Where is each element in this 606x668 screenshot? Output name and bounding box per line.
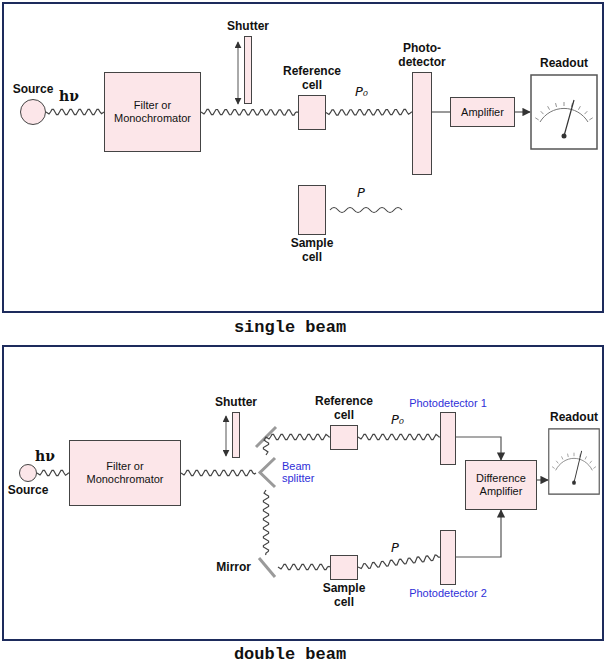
signal-wire xyxy=(456,510,501,557)
light-beam xyxy=(330,208,402,213)
node-label: Shutter xyxy=(213,20,283,34)
amplifier-box: Difference Amplifier xyxy=(465,460,537,510)
sample-cell: Sample cell xyxy=(330,555,358,580)
node-label: Source xyxy=(0,484,56,498)
shutter-motion-arrow xyxy=(238,42,239,104)
signal-wire xyxy=(515,111,530,112)
light-beam xyxy=(201,109,298,115)
readout-meter: Readout xyxy=(530,74,598,150)
power-symbol: P₀ xyxy=(354,84,369,99)
light-beam xyxy=(181,470,256,475)
light-beam xyxy=(37,470,69,475)
caption: single beam xyxy=(234,318,346,337)
monochromator-box: Filter or Monochromator xyxy=(104,72,201,152)
amplifier-box: Amplifier xyxy=(450,97,515,127)
meter-symbol xyxy=(548,428,600,495)
light-beam xyxy=(46,109,104,114)
reference-cell: Reference cell xyxy=(330,425,358,450)
node-label: Sample cell xyxy=(311,582,377,610)
photodetector: Photo- detector xyxy=(412,72,432,175)
light-beam xyxy=(263,490,268,555)
node-label: Photodetector 2 xyxy=(402,587,494,600)
mirror-symbol: Mirror xyxy=(256,555,278,580)
light-beam xyxy=(278,564,330,569)
light-beam xyxy=(326,109,412,115)
meter-symbol xyxy=(530,74,598,150)
node-label: Photo- detector xyxy=(390,42,454,70)
shutter-motion-arrow xyxy=(226,416,227,456)
node-label: Mirror xyxy=(203,561,251,575)
panel-frame xyxy=(3,3,603,312)
signal-wire xyxy=(456,437,501,460)
sample-cell: Sample cell xyxy=(298,185,326,235)
node-label: Filter or Monochromator xyxy=(73,460,177,485)
panel-frame xyxy=(3,346,603,640)
node-label: Shutter xyxy=(206,396,266,410)
mirror-symbol xyxy=(256,555,278,580)
node-label: Difference Amplifier xyxy=(469,472,533,497)
signal-wire xyxy=(537,479,548,480)
node-label: Readout xyxy=(529,57,599,71)
source-lamp: Source xyxy=(20,99,46,125)
caption: double beam xyxy=(234,645,346,664)
node-label: Amplifier xyxy=(461,106,504,119)
light-beam xyxy=(263,434,330,455)
power-symbol: P xyxy=(390,540,400,555)
photodetector: Photodetector 1 xyxy=(440,412,456,465)
light-beam xyxy=(358,434,440,439)
photodetector: Photodetector 2 xyxy=(440,530,456,585)
beam-splitter: Beam splitter xyxy=(256,455,278,490)
node-label: Reference cell xyxy=(279,65,345,93)
readout-meter: Readout xyxy=(548,428,600,495)
node-label: Sample cell xyxy=(279,237,345,265)
source-lamp: Source xyxy=(19,464,37,482)
power-symbol: P xyxy=(357,185,365,200)
light-beam xyxy=(358,555,440,569)
node-label: Photodetector 1 xyxy=(402,397,494,410)
node-label: Source xyxy=(3,83,63,97)
signal-wire xyxy=(432,111,450,112)
shutter: Shutter xyxy=(244,36,252,104)
shutter: Shutter xyxy=(232,412,240,458)
node-label: Beam splitter xyxy=(282,460,336,485)
node-label: Reference cell xyxy=(311,395,377,423)
monochromator-box: Filter or Monochromator xyxy=(69,440,181,506)
photon-symbol: hν xyxy=(58,88,80,104)
reference-cell: Reference cell xyxy=(298,95,326,130)
power-symbol: P₀ xyxy=(390,412,405,427)
node-label: Filter or Monochromator xyxy=(108,99,197,124)
splitter-symbol xyxy=(256,455,278,490)
node-label: Readout xyxy=(544,411,604,425)
photon-symbol: hν xyxy=(34,448,56,464)
